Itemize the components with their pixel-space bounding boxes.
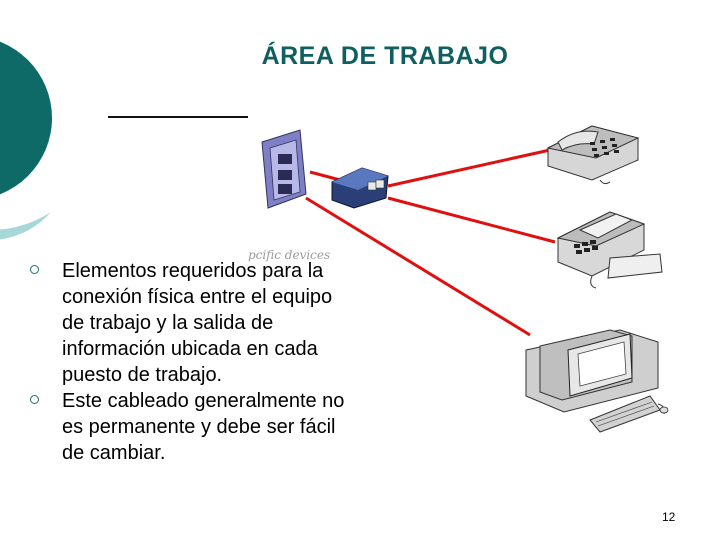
telephone-icon	[546, 125, 640, 185]
background-decoration	[0, 6, 90, 240]
slide-title: ÁREA DE TRABAJO	[261, 42, 509, 70]
computer-icon	[525, 329, 669, 433]
bullet-marker-icon	[30, 395, 39, 404]
bullet-item: Elementos requeridos para la conexión fí…	[26, 258, 356, 388]
bullet-text: Este cableado generalmente no es permane…	[62, 390, 345, 464]
bullet-text: Elementos requeridos para la conexión fí…	[62, 260, 333, 386]
wall-outlet-icon	[261, 129, 307, 209]
bullet-marker-icon	[30, 265, 39, 274]
title-underline	[108, 116, 248, 118]
bullet-list: Elementos requeridos para la conexión fí…	[26, 258, 356, 466]
network-diagram	[261, 125, 669, 433]
adapter-icon	[331, 167, 389, 209]
page-number: 12	[662, 510, 676, 524]
fax-machine-icon	[556, 211, 663, 289]
diagram-watermark-text: pcific devices	[248, 248, 331, 262]
bullet-item: Este cableado generalmente no es permane…	[26, 388, 356, 466]
